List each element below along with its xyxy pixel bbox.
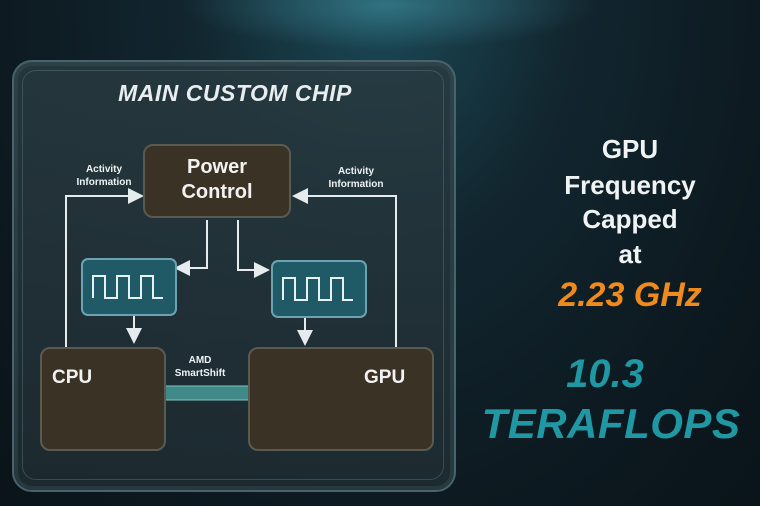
power-control-box: Power Control xyxy=(143,144,291,218)
chip-inner-border xyxy=(22,70,444,480)
power-to-left-osc-arrow xyxy=(174,220,208,276)
power-to-right-osc-arrow xyxy=(237,220,270,278)
activity-right-line1: Activity xyxy=(337,166,375,177)
side-text-line3: Capped xyxy=(582,204,678,234)
cpu-label: CPU xyxy=(52,367,93,388)
square-wave-icon xyxy=(282,277,353,301)
side-text-line4: at xyxy=(618,239,642,269)
gpu-box: GPU xyxy=(248,347,434,451)
power-control-label-2: Control xyxy=(181,181,253,203)
activity-left-line2: Information xyxy=(76,177,132,188)
background-glow xyxy=(180,0,600,50)
teraflops-value: 10.3 xyxy=(566,352,644,396)
gpu-frequency: 2.23 GHz xyxy=(558,276,702,314)
activity-info-right: Activity Information xyxy=(316,165,396,191)
cpu-clock-signal xyxy=(81,258,177,316)
smartshift-line1: AMD xyxy=(188,355,212,366)
activity-left-line1: Activity xyxy=(85,164,123,175)
gpu-label: GPU xyxy=(364,367,406,388)
side-text-line1: GPU xyxy=(601,134,659,164)
gpu-clock-signal xyxy=(271,260,367,318)
power-control-label-1: Power xyxy=(186,156,248,178)
gpu-activity-arrow xyxy=(292,188,397,347)
cpu-activity-arrow xyxy=(65,188,144,347)
smartshift-line2: SmartShift xyxy=(174,368,226,379)
chip-title: MAIN CUSTOM CHIP xyxy=(118,80,352,106)
cpu-box: CPU xyxy=(40,347,166,451)
teraflops-label: TERAFLOPS xyxy=(481,400,741,447)
side-text-line2: Frequency xyxy=(564,170,696,200)
activity-info-left: Activity Information xyxy=(64,163,144,189)
activity-right-line2: Information xyxy=(328,179,384,190)
amd-smartshift-label: AMD SmartShift xyxy=(160,354,240,380)
square-wave-icon xyxy=(92,275,163,299)
